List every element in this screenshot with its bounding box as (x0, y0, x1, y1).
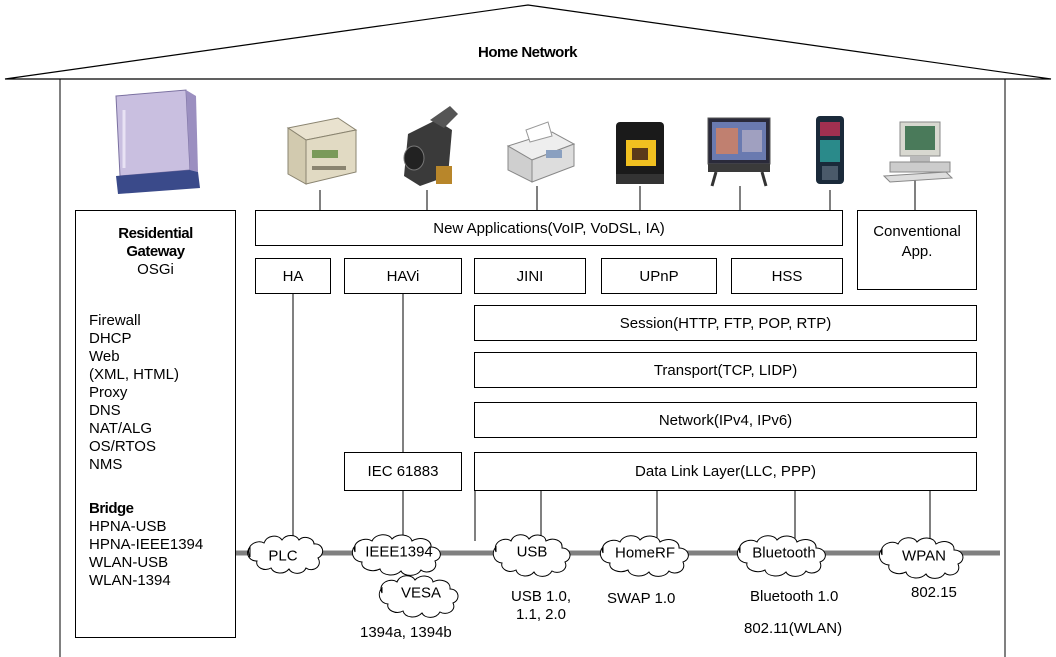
middleware-upnp: UPnP (601, 258, 717, 294)
new-applications-bar: New Applications(VoIP, VoDSL, IA) (255, 210, 843, 246)
cloud-bluetooth (736, 535, 826, 577)
middleware-jini: JINI (474, 258, 586, 294)
house-roof (4, 4, 1052, 80)
service-item: Firewall (89, 312, 141, 329)
service-item: DHCP (89, 330, 132, 347)
cloud-ieee1394 (351, 534, 441, 576)
bridge-item: WLAN-1394 (89, 572, 171, 589)
service-item: NAT/ALG (89, 420, 153, 437)
bridge-title: Bridge (89, 500, 134, 517)
middleware-hss: HSS (731, 258, 843, 294)
caption-wlan: 802.11(WLAN) (744, 620, 843, 637)
television-icon (707, 117, 771, 187)
roof-title: Home Network (478, 44, 578, 61)
cloud-label-ieee1394: IEEE1394 (365, 543, 433, 561)
service-item: Web (89, 348, 120, 365)
cloud-label-homerf: HomeRF (614, 544, 676, 562)
cloud-label-plc: PLC (268, 547, 298, 565)
printer-icon (286, 117, 358, 185)
service-item: NMS (89, 456, 123, 473)
session-layer: Session(HTTP, FTP, POP, RTP) (474, 305, 977, 341)
gateway-title-line2: Gateway (126, 243, 185, 260)
transport-layer: Transport(TCP, LIDP) (474, 352, 977, 388)
gateway-device-icon (115, 89, 200, 194)
cloud-vesa (378, 575, 459, 618)
conventional-app-box: Conventional App. (857, 210, 977, 290)
gateway-subtitle: OSGi (137, 261, 174, 278)
cloud-label-wpan: WPAN (902, 547, 946, 565)
network-layer: Network(IPv4, IPv6) (474, 402, 977, 438)
bridge-item: HPNA-IEEE1394 (89, 536, 204, 553)
set-top-box-icon (616, 122, 664, 184)
caption-usb-versions-1: USB 1.0, (510, 588, 572, 605)
middleware-ha: HA (255, 258, 331, 294)
caption-bluetooth-version: Bluetooth 1.0 (750, 588, 839, 605)
cloud-plc (247, 535, 324, 574)
middleware-havi: HAVi (344, 258, 462, 294)
caption-wpan-version: 802.15 (911, 584, 957, 601)
cloud-label-bluetooth: Bluetooth (752, 544, 816, 562)
phone-handset-icon (816, 116, 844, 184)
cloud-homerf (599, 535, 689, 577)
bridge-item: WLAN-USB (89, 554, 169, 571)
caption-homerf-version: SWAP 1.0 (607, 590, 676, 607)
desktop-pc-icon (882, 121, 954, 183)
service-item: Proxy (89, 384, 128, 401)
iec-61883-box: IEC 61883 (344, 452, 462, 491)
service-item: (XML, HTML) (89, 366, 179, 383)
caption-usb-versions-2: 1.1, 2.0 (515, 606, 567, 623)
camcorder-icon (403, 106, 458, 186)
cloud-usb (492, 534, 571, 577)
data-link-layer: Data Link Layer(LLC, PPP) (474, 452, 977, 491)
bridge-item: HPNA-USB (89, 518, 167, 535)
cloud-wpan (878, 537, 964, 579)
cloud-label-vesa: VESA (400, 584, 442, 602)
cloud-label-usb: USB (516, 543, 548, 561)
service-item: DNS (89, 402, 121, 419)
caption-ieee1394-versions: 1394a, 1394b (360, 624, 452, 641)
fax-machine-icon (506, 121, 576, 183)
service-item: OS/RTOS (89, 438, 156, 455)
residential-gateway-panel: Residential Gateway OSGi Firewall DHCP W… (75, 210, 236, 638)
conventional-app-label: Conventional App. (873, 223, 961, 260)
gateway-title-line1: Residential (118, 225, 193, 242)
